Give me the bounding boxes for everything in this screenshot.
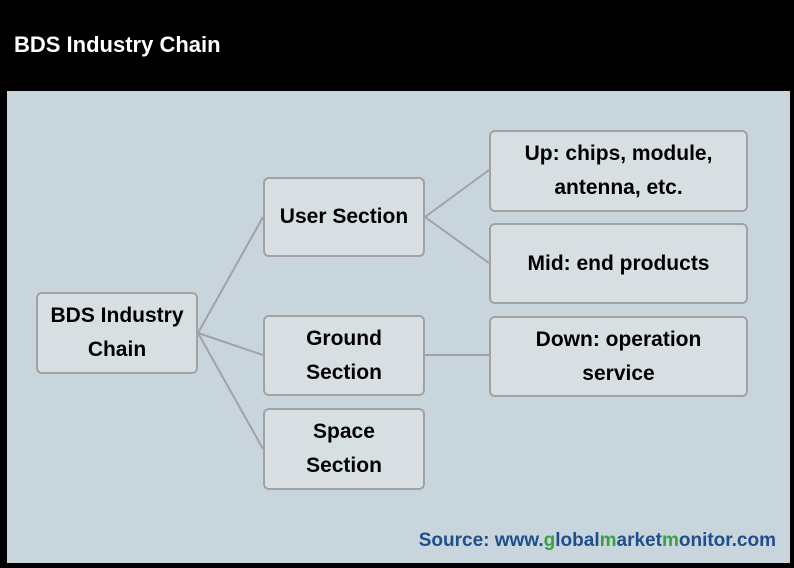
page-title: BDS Industry Chain bbox=[14, 32, 221, 57]
source-part-onitor: onitor bbox=[678, 530, 732, 551]
source-part-m2: m bbox=[661, 530, 679, 551]
node-up-chips: Up: chips, module, antenna, etc. bbox=[489, 130, 748, 212]
source-part-com: .com bbox=[731, 530, 776, 551]
node-ground-section: Ground Section bbox=[263, 315, 425, 396]
node-user-section: User Section bbox=[263, 177, 425, 257]
source-credit: Source: www.globalmarketmonitor.com bbox=[419, 530, 776, 552]
source-prefix: Source: www. bbox=[418, 530, 544, 551]
node-down-operation: Down: operation service bbox=[489, 316, 748, 397]
source-part-arket: arket bbox=[616, 530, 662, 551]
source-part-g: g bbox=[543, 530, 556, 551]
header-bar: BDS Industry Chain bbox=[0, 0, 794, 90]
node-space-section: Space Section bbox=[263, 408, 425, 490]
source-part-lobal: lobal bbox=[555, 530, 600, 551]
node-bds-industry-chain: BDS Industry Chain bbox=[36, 292, 198, 374]
node-mid-end-products: Mid: end products bbox=[489, 223, 748, 304]
source-part-m1: m bbox=[599, 530, 617, 551]
